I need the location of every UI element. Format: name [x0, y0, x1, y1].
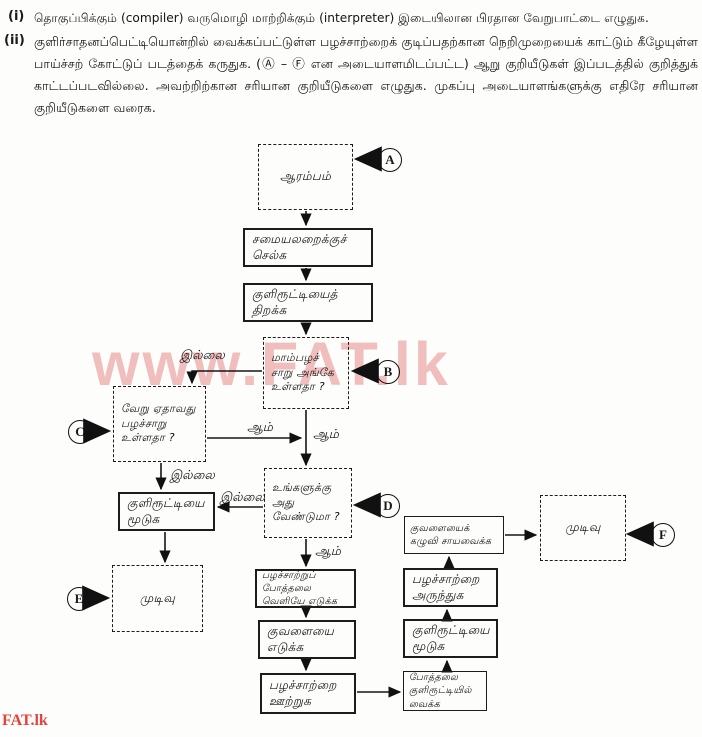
- flow-node-put-bottle-in-fridge: போத்தலை குளிரூட்டியில் வைக்க: [403, 671, 487, 711]
- flow-node-start: ஆரம்பம்: [258, 144, 353, 210]
- marker-c: C: [68, 420, 92, 444]
- flow-node-wash-glass: குவளையைக் கழுவி சாயவைக்க: [404, 516, 504, 554]
- flow-node-drink-juice: பழச்சாற்றை அருந்துக: [403, 568, 498, 607]
- flow-node-end-right: முடிவு: [540, 495, 626, 561]
- marker-a: A: [378, 148, 402, 172]
- question-ii-text: குளிர்சாதனப்பெட்டியொன்றில் வைக்கப்பட்டுள…: [34, 34, 698, 115]
- branch-label-yes-mango: ஆம்: [313, 426, 339, 441]
- branch-label-no-other: இல்லை: [170, 467, 215, 482]
- marker-e: E: [67, 587, 91, 611]
- marker-b: B: [376, 360, 400, 384]
- branch-label-yes-want: ஆம்: [315, 543, 341, 558]
- branch-label-yes-other: ஆம்: [247, 419, 273, 434]
- flow-node-end-left: முடிவு: [112, 565, 203, 632]
- marker-d: D: [376, 494, 400, 518]
- branch-label-no-mango: இல்லை: [180, 347, 225, 362]
- flow-node-mango-juice-question: மாம்பழச் சாறு அங்கே உள்ளதா ?: [263, 337, 349, 409]
- flow-node-open-fridge: குளிரூட்டியைத் திறக்க: [243, 283, 373, 322]
- flow-node-go-to-kitchen: சமையலறைக்குச் செல்க: [243, 228, 373, 267]
- flow-node-take-bottle-out: பழச்சாற்றுப் போத்தலை வெளியே எடுக்க: [255, 569, 356, 608]
- edge-mangoq-no-branch: [186, 370, 262, 385]
- flow-node-take-glass: குவளையை எடுக்க: [258, 620, 356, 659]
- flow-node-pour-juice: பழச்சாற்றை ஊற்றுக: [260, 673, 356, 714]
- flow-node-close-fridge-left: குளிரூட்டியை மூடுக: [118, 492, 215, 531]
- marker-f: F: [651, 523, 675, 547]
- flow-node-other-juice-question: வேறு ஏதாவது பழச்சாறு உள்ளதா ?: [113, 386, 206, 462]
- question-i-number: (i): [8, 9, 25, 24]
- question-i-text: தொகுப்பிக்கும் (compiler) வருமொழி மாற்றி…: [34, 11, 649, 25]
- branch-label-no-want: இல்லை: [220, 489, 265, 504]
- question-ii-number: (ii): [4, 33, 25, 48]
- flow-node-close-fridge-right: குளிரூட்டியை மூடுக: [403, 619, 498, 658]
- footer-brand: FAT.lk: [2, 712, 48, 729]
- flow-node-want-it-question: உங்களுக்கு அது வேண்டுமா ?: [264, 468, 352, 538]
